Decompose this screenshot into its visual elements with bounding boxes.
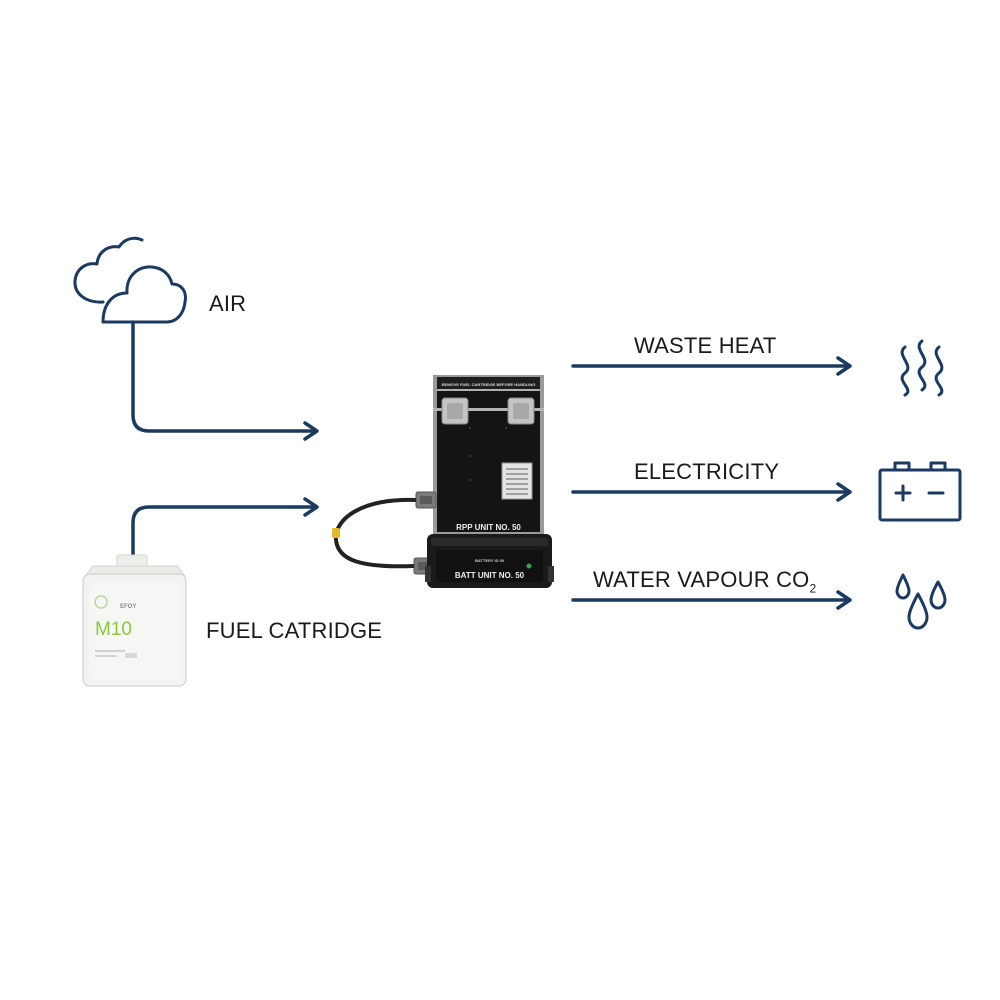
power-unit-image: REMOVE FUEL CARTRIDGE BEFORE HANDLING RP… [332, 375, 554, 588]
cloud-icon [73, 236, 187, 324]
waste-heat-arrow [571, 356, 852, 376]
fuel-flow-arrow [131, 497, 319, 558]
water-vapour-text: WATER VAPOUR CO [593, 567, 810, 592]
water-drops-icon [895, 573, 947, 630]
svg-text:EFOY: EFOY [120, 604, 136, 610]
electricity-label: ELECTRICITY [634, 459, 780, 484]
svg-text:BATT UNIT NO. 50: BATT UNIT NO. 50 [455, 571, 525, 580]
water-vapour-arrow [571, 590, 852, 610]
svg-text:RPP UNIT NO. 50: RPP UNIT NO. 50 [456, 523, 521, 532]
co2-subscript: 2 [809, 581, 817, 596]
svg-text:M10: M10 [95, 619, 132, 640]
battery-icon [878, 461, 962, 522]
fuel-cartridge-label: FUEL CATRIDGE [206, 618, 383, 643]
waste-heat-label: WASTE HEAT [634, 333, 777, 358]
svg-text:BATTERY ID 50: BATTERY ID 50 [475, 558, 505, 563]
fuel-cartridge-image: EFOY M10 [82, 554, 187, 687]
air-flow-arrow [131, 320, 319, 441]
svg-text:REMOVE FUEL CARTRIDGE BEFORE H: REMOVE FUEL CARTRIDGE BEFORE HANDLING [442, 382, 536, 387]
water-vapour-label: WATER VAPOUR CO2 [593, 567, 816, 595]
electricity-arrow [571, 482, 852, 502]
air-label: AIR [209, 291, 247, 316]
heat-waves-icon [900, 339, 944, 397]
